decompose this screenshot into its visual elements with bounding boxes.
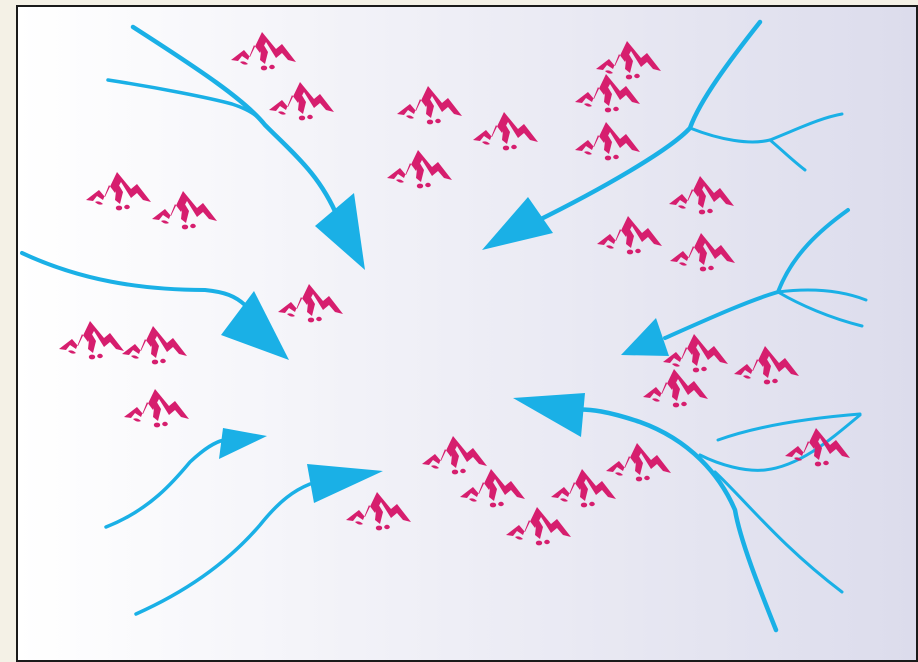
river-convergence-diagram <box>0 0 918 662</box>
figure-frame <box>0 0 918 662</box>
